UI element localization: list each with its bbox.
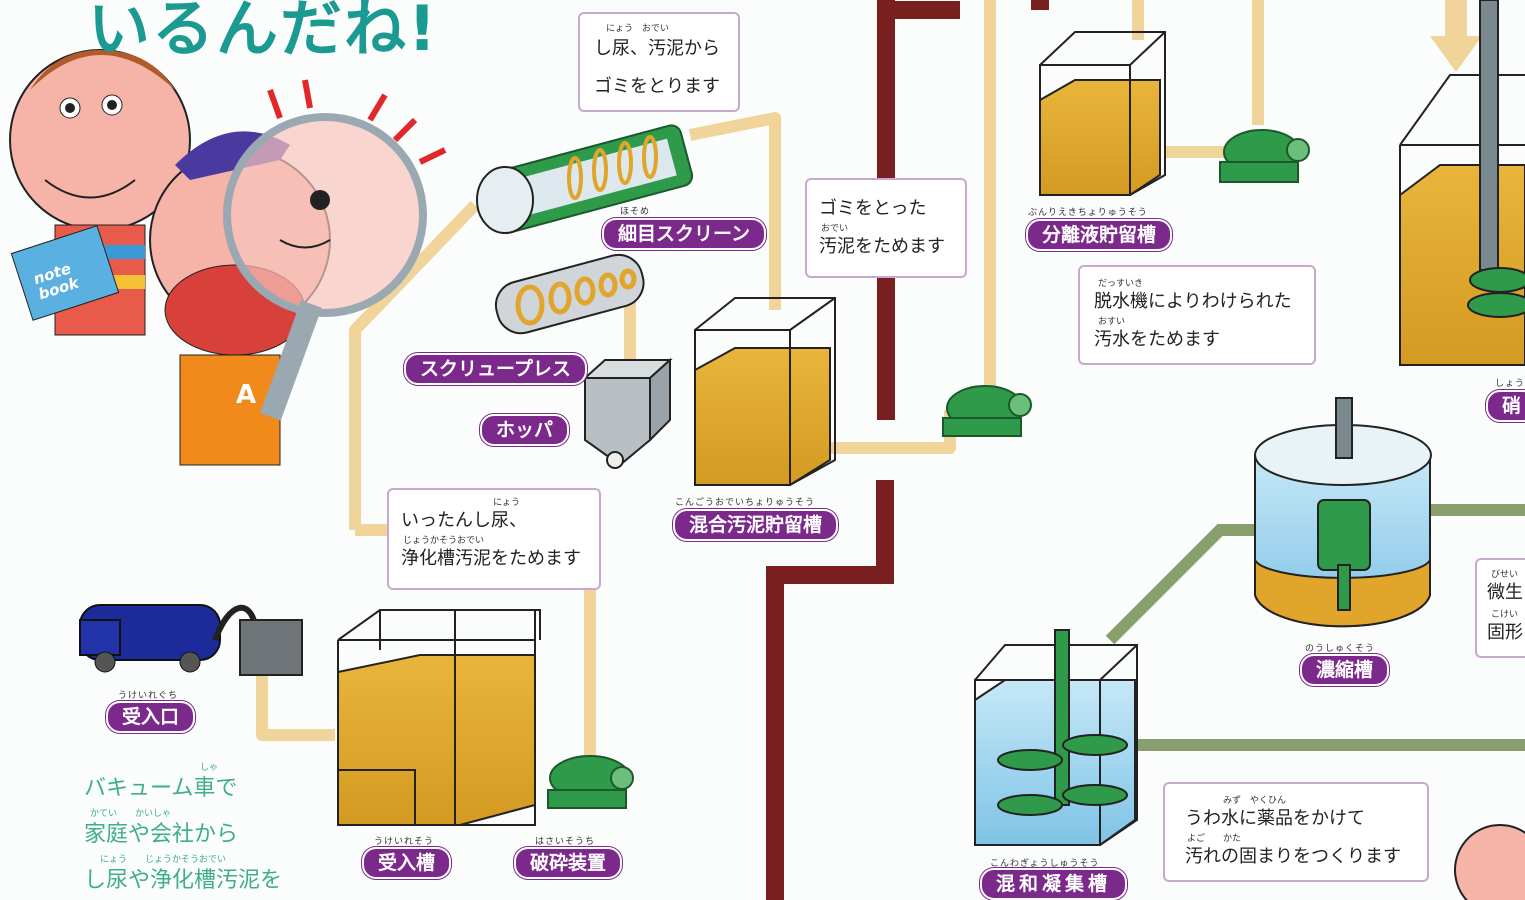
sludge-pump (942, 385, 1032, 437)
note-line: し尿や浄化槽汚泥を (84, 868, 283, 893)
crusher-machine (547, 755, 634, 809)
receiving-tank-label: 受入槽 (362, 847, 452, 879)
coagulation-speech-bubble: みず やくひん うわ水に薬品をかけて よご かた 汚れの固まりをつくります (1163, 782, 1429, 882)
bubble-ruby: だっすいき (1098, 279, 1144, 289)
bubble-line: し尿、汚泥から (594, 38, 720, 59)
water-pipes (1105, 504, 1525, 751)
child-with-magnifier (149, 79, 447, 466)
fine-screen-label: 細目スクリーン (602, 218, 767, 250)
separated-liquid-tank-label: 分離液貯留槽 (1026, 219, 1173, 251)
screen-speech-bubble: にょう おでい し尿、汚泥から ゴミをとります (578, 12, 740, 112)
shirt-letter: A (236, 380, 257, 410)
digestion-tank-illustration (1399, 0, 1525, 366)
down-arrow-icon (1430, 0, 1482, 72)
note-ruby: にょう じょうかそうおでい (100, 855, 227, 865)
bubble-ruby: にょう (493, 498, 521, 508)
mixed-tank-ruby: こんごうおでいちょりゅうそう (675, 498, 816, 508)
receiving-tank-illustration (337, 609, 541, 826)
thickener-tank-illustration (1254, 397, 1432, 628)
hopper-machine (582, 357, 673, 469)
digestion-tank-label: 硝 (1486, 390, 1525, 422)
child-peeking (1454, 824, 1525, 900)
coagulation-ruby: こんわぎょうしゅうそう (990, 859, 1100, 869)
bubble-line: 脱水機によりわけられた (1094, 291, 1292, 312)
coagulation-tank-illustration (974, 629, 1138, 846)
bubble-ruby: おでい (821, 224, 849, 234)
bubble-line: 微生 (1487, 582, 1523, 603)
coagulation-tank-label: 混和凝集槽 (980, 868, 1128, 900)
receiving-speech-bubble: にょう いったんし尿、 じょうかそうおでい 浄化槽汚泥をためます (387, 488, 601, 590)
note-line: 家庭や会社から (84, 822, 239, 847)
bubble-line: ゴミをとります (594, 76, 720, 97)
sludge-pipes (256, 0, 1264, 770)
bubble-ruby: じょうかそうおでい (403, 536, 485, 546)
screw-press-machine (494, 253, 645, 335)
hopper-label: ホッパ (480, 414, 570, 446)
separated-liquid-pump (1219, 129, 1310, 183)
bubble-ruby: みず やくひん (1223, 796, 1287, 806)
right-cut-speech-bubble: びせい 微生 こけい 固形 (1475, 558, 1525, 658)
bubble-ruby: こけい (1491, 610, 1519, 620)
thickener-label: 濃縮槽 (1300, 654, 1390, 686)
crusher-ruby: はさいそうち (535, 837, 596, 847)
mixed-sludge-tank-illustration (694, 297, 836, 486)
note-ruby: しゃ (200, 763, 219, 773)
mixed-sludge-tank-label: 混合汚泥貯留槽 (673, 509, 839, 541)
bubble-line: ゴミをとった (819, 198, 927, 219)
vacuum-truck (79, 604, 303, 676)
bubble-ruby: にょう おでい (606, 24, 670, 34)
bubble-line: 固形 (1487, 622, 1523, 643)
bubble-line: いったんし尿、 (401, 510, 527, 531)
receiving-tank-ruby: うけいれそう (374, 837, 435, 847)
bubble-ruby: よご かた (1187, 834, 1242, 844)
fine-screen-machine (476, 124, 694, 234)
receiving-port-ruby: うけいれぐち (118, 691, 179, 701)
note-ruby: かてい かいしゃ (90, 809, 172, 819)
note-line: バキューム車で (84, 776, 238, 801)
child-with-notebook (9, 49, 191, 336)
bubble-line: 浄化槽汚泥をためます (401, 548, 581, 569)
bubble-line: 汚れの固まりをつくります (1185, 846, 1401, 867)
thickener-ruby: のうしゅくそう (1305, 644, 1376, 654)
screw-press-label: スクリュープレス (404, 353, 587, 385)
bubble-ruby: おすい (1098, 317, 1126, 327)
bubble-ruby: びせい (1491, 570, 1519, 580)
cut-label-ruby: しょう (1495, 379, 1525, 389)
receiving-port-label: 受入口 (106, 701, 196, 733)
separated-tank-ruby: ぶんりえきちょりゅうそう (1028, 208, 1148, 218)
mixed-speech-bubble: ゴミをとった おでい 汚泥をためます (805, 178, 967, 278)
separated-liquid-tank-illustration (1039, 31, 1166, 196)
bubble-line: 汚水をためます (1094, 329, 1220, 350)
fine-screen-ruby: ほそめ (620, 207, 651, 217)
page-title: いるんだね! (88, 0, 439, 65)
bubble-line: 汚泥をためます (819, 236, 945, 257)
bubble-line: うわ水に薬品をかけて (1185, 808, 1365, 829)
crusher-label: 破砕装置 (514, 847, 623, 879)
separated-speech-bubble: だっすいき 脱水機によりわけられた おすい 汚水をためます (1078, 265, 1316, 365)
